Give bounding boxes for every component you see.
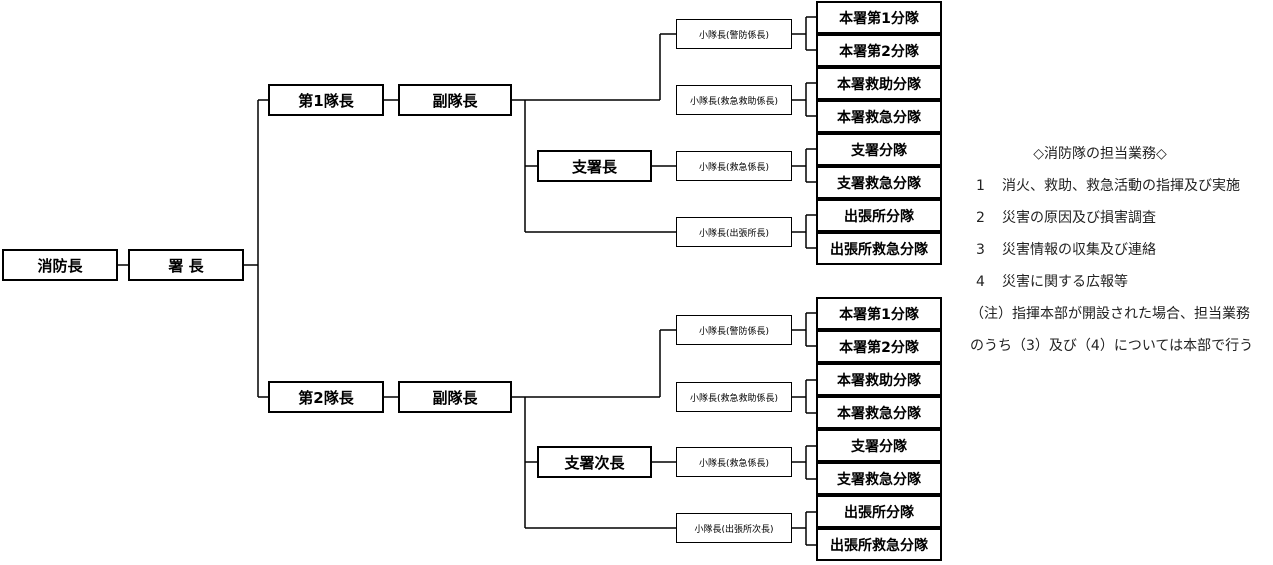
group1-deputy-box: 副隊長 xyxy=(398,84,512,116)
group2-deputy-box: 副隊長 xyxy=(398,381,512,413)
notes-item-number: 3 xyxy=(976,242,985,258)
notes-item-number: 4 xyxy=(976,274,985,290)
notes-item: 4 災害に関する広報等 xyxy=(970,266,1270,298)
notes-title: ◇消防隊の担当業務◇ xyxy=(1033,146,1167,162)
group1-unit-6: 支署救急分隊 xyxy=(816,166,942,199)
notes-item: 1 消火、救助、救急活動の指揮及び実施 xyxy=(970,170,1270,202)
notes-item-number: 2 xyxy=(976,210,985,226)
notes-item-text: 消火、救助、救急活動の指揮及び実施 xyxy=(1002,178,1240,194)
notes-item-text: 災害情報の収集及び連絡 xyxy=(1002,242,1156,258)
group1-leader-box: 第1隊長 xyxy=(268,84,384,116)
group2-unit-4: 本署救急分隊 xyxy=(816,396,942,429)
group2-squad-lead-2: 小隊長(救急救助係長) xyxy=(676,382,792,412)
group2-unit-3: 本署救助分隊 xyxy=(816,363,942,396)
group1-unit-1: 本署第1分隊 xyxy=(816,1,942,34)
group1-unit-7: 出張所分隊 xyxy=(816,199,942,232)
group1-branch-box: 支署長 xyxy=(537,150,652,182)
notes-item-text: 災害に関する広報等 xyxy=(1002,274,1128,290)
notes-item: 3 災害情報の収集及び連絡 xyxy=(970,234,1270,266)
group1-squad-lead-2: 小隊長(救急救助係長) xyxy=(676,85,792,115)
group2-leader-box: 第2隊長 xyxy=(268,381,384,413)
group2-squad-lead-1: 小隊長(警防係長) xyxy=(676,315,792,345)
group1-unit-8: 出張所救急分隊 xyxy=(816,232,942,265)
group1-squad-lead-4: 小隊長(出張所長) xyxy=(676,217,792,247)
group1-unit-3: 本署救助分隊 xyxy=(816,67,942,100)
group2-unit-8: 出張所救急分隊 xyxy=(816,528,942,561)
group2-unit-6: 支署救急分隊 xyxy=(816,462,942,495)
notes-item: 2 災害の原因及び損害調査 xyxy=(970,202,1270,234)
group2-branch-box: 支署次長 xyxy=(537,446,652,478)
duties-notes: ◇消防隊の担当業務◇ 1 消火、救助、救急活動の指揮及び実施 2 災害の原因及び損害… xyxy=(970,138,1270,362)
group1-unit-2: 本署第2分隊 xyxy=(816,34,942,67)
group2-unit-1: 本署第1分隊 xyxy=(816,297,942,330)
group2-unit-2: 本署第2分隊 xyxy=(816,330,942,363)
group1-unit-4: 本署救急分隊 xyxy=(816,100,942,133)
station-chief-box: 署 長 xyxy=(128,249,244,281)
group1-squad-lead-3: 小隊長(救急係長) xyxy=(676,151,792,181)
group2-unit-5: 支署分隊 xyxy=(816,429,942,462)
notes-item-text: 災害の原因及び損害調査 xyxy=(1002,210,1156,226)
fire-chief-box: 消防長 xyxy=(2,249,118,281)
group1-unit-5: 支署分隊 xyxy=(816,133,942,166)
group2-squad-lead-3: 小隊長(救急係長) xyxy=(676,447,792,477)
notes-remark-line1: （注）指揮本部が開設された場合、担当業務 xyxy=(970,306,1250,322)
group2-squad-lead-4: 小隊長(出張所次長) xyxy=(676,513,792,543)
notes-remark-line2: のうち（3）及び（4）については本部で行う xyxy=(970,338,1254,354)
group1-squad-lead-1: 小隊長(警防係長) xyxy=(676,19,792,49)
notes-item-number: 1 xyxy=(976,178,985,194)
group2-unit-7: 出張所分隊 xyxy=(816,495,942,528)
